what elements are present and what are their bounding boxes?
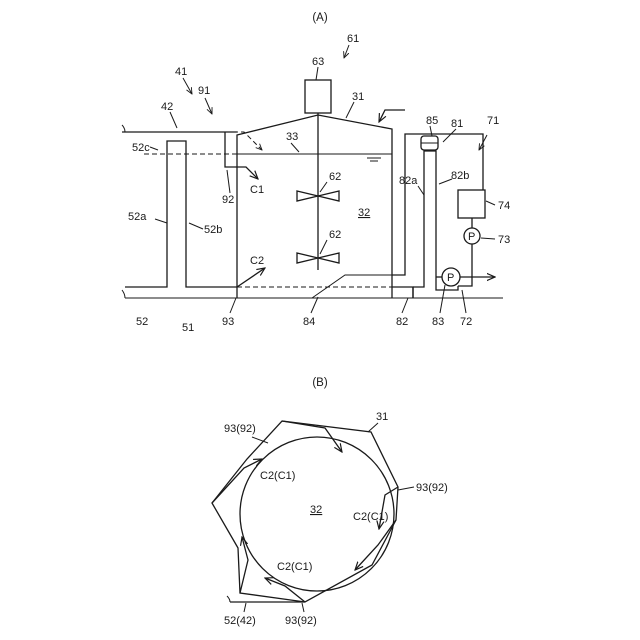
inflow-arrow-top [282,421,342,452]
water-level-symbol [367,158,381,161]
device-74 [458,190,485,218]
label-32: 32 [358,207,370,219]
label-31-b: 31 [376,411,388,423]
label-32-b: 32 [310,504,322,516]
label-52b: 52b [204,224,222,236]
label-33: 33 [286,131,298,143]
label-52-42: 52(42) [224,615,256,627]
label-71: 71 [487,115,499,127]
label-52a: 52a [128,211,147,223]
label-93-92-bottom: 93(92) [285,615,317,627]
label-82a: 82a [399,175,418,187]
figure-a-title: (A) [312,12,328,24]
label-93-92-right: 93(92) [416,482,448,494]
label-c1: C1 [250,184,264,196]
label-91: 91 [198,85,210,97]
label-c2c1-right: C2(C1) [353,511,388,523]
label-82: 82 [396,316,408,328]
label-62-upper: 62 [329,171,341,183]
label-52: 52 [136,316,148,328]
label-52c: 52c [132,142,150,154]
inflow-arrow-bottom [265,578,305,602]
flow-arrow-c2 [237,268,265,287]
figure-b-title: (B) [312,377,328,389]
label-41: 41 [175,66,187,78]
label-72: 72 [460,316,472,328]
label-82b: 82b [451,170,469,182]
return-arrow [379,110,405,122]
label-c2c1-left: C2(C1) [260,470,295,482]
label-pump-73: P [468,231,475,243]
label-85: 85 [426,115,438,127]
inlet-break [227,596,230,602]
figure-b: (B) 93(92) 31 C2(C1) 93(92) 32 C2(C1) C2… [212,377,448,627]
label-c2: C2 [250,255,264,267]
label-92: 92 [222,194,234,206]
label-42: 42 [161,101,173,113]
inflow-arrow-top-left [212,459,262,503]
label-73: 73 [498,234,510,246]
pipe-82-link [413,205,424,298]
pipe-82a [424,151,436,285]
inflow-arrow-bottom-right [355,520,396,570]
inflow-arrow-dashed [225,132,262,150]
label-83: 83 [432,316,444,328]
figure-a: (A) [122,12,510,334]
label-84: 84 [303,316,315,328]
label-93-92-top: 93(92) [224,423,256,435]
label-63: 63 [312,56,324,68]
outflow-bottom-82 [392,287,413,298]
label-51: 51 [182,322,194,334]
inflow-spout-92 [225,132,237,167]
label-pump-83: P [447,272,454,284]
inflow-break [122,125,125,132]
flow-arrow-c1 [237,167,258,179]
label-62-lower: 62 [329,229,341,241]
label-c2c1-bottom: C2(C1) [277,561,312,573]
label-31: 31 [352,91,364,103]
ground-break [122,290,125,298]
leader-lines-b [244,423,414,612]
label-74: 74 [498,200,510,212]
label-93: 93 [222,316,234,328]
label-61: 61 [347,33,359,45]
motor-63 [305,80,331,113]
label-81: 81 [451,118,463,130]
